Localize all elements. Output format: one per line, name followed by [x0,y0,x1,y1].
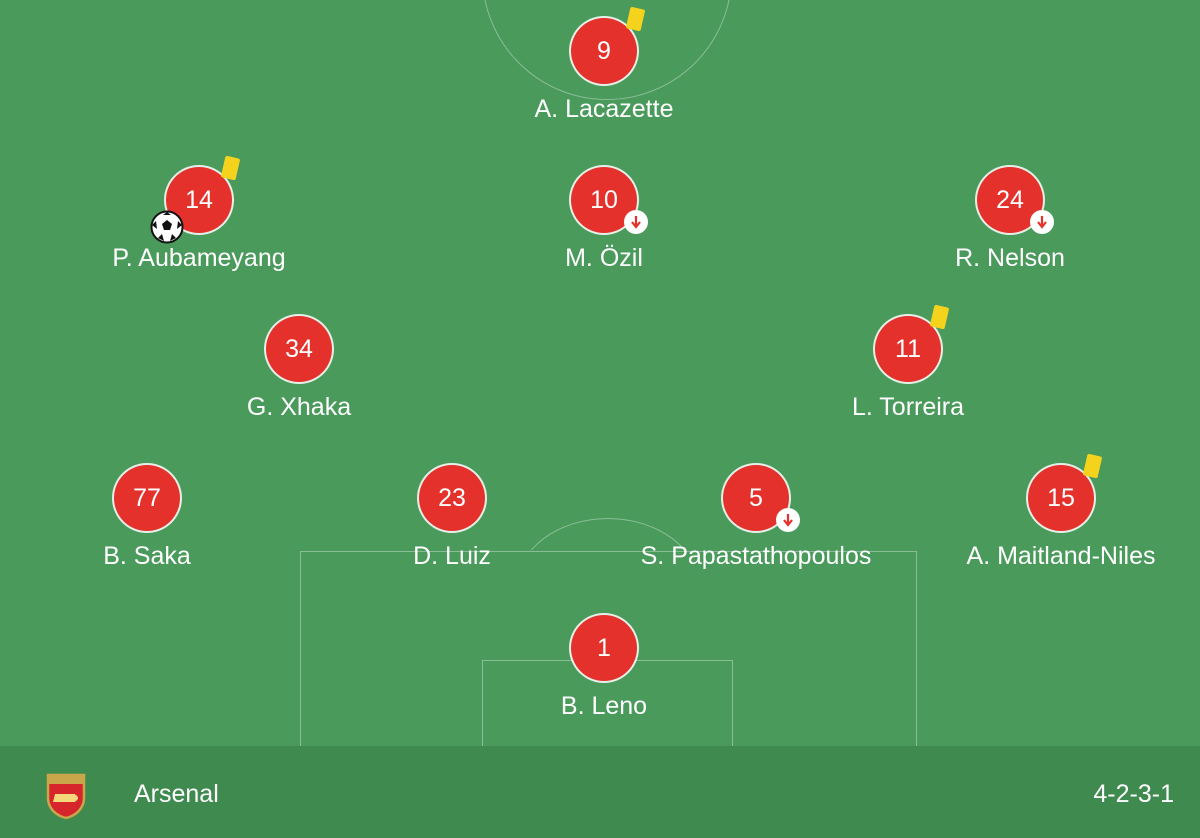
formation-label: 4-2-3-1 [1093,780,1174,808]
shirt-number: 24 [977,167,1043,233]
substitution-out-icon [1030,210,1054,234]
player-name: S. Papastathopoulos [640,542,872,570]
player-name: G. Xhaka [246,393,352,421]
player-name: B. Leno [560,692,648,720]
penalty-box [300,551,917,746]
shirt-number: 77 [114,465,180,531]
player-name: D. Luiz [413,542,491,570]
team-name: Arsenal [134,780,219,808]
shirt-number: 23 [419,465,485,531]
yellow-card-icon [1082,453,1103,479]
player-name: L. Torreira [851,393,965,421]
shirt-number: 15 [1028,465,1094,531]
substitution-out-icon [624,210,648,234]
yellow-card-icon [220,155,241,181]
player-name: M. Özil [565,244,643,272]
shirt-number: 11 [875,316,941,382]
player-name: A. Maitland-Niles [966,542,1156,570]
substitution-out-icon [776,508,800,532]
player-name: P. Aubameyang [112,244,286,272]
player-name: A. Lacazette [534,95,674,123]
shirt-number: 34 [266,316,332,382]
goal-ball-icon [150,210,184,244]
shirt-number: 1 [571,615,637,681]
player-name: B. Saka [103,542,191,570]
shirt-number: 5 [723,465,789,531]
yellow-card-icon [929,304,950,330]
shirt-number: 9 [571,18,637,84]
team-footer [0,746,1200,838]
arsenal-crest-icon [46,773,86,820]
lineup-pitch: 9 A. Lacazette 14 P. Aubameyang 10 M. Öz… [0,0,1200,746]
player-name: R. Nelson [955,244,1065,272]
